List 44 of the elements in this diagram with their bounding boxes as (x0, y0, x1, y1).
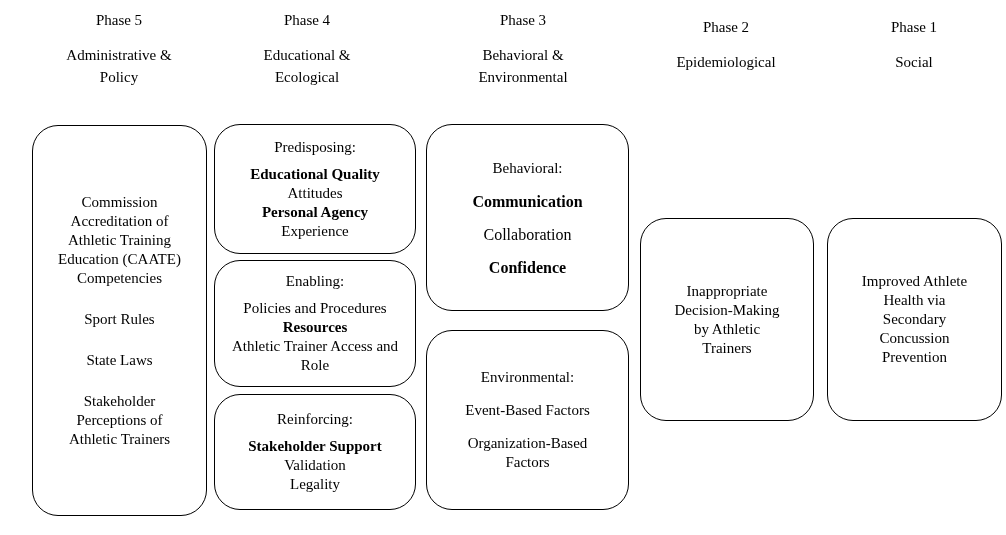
rounded-box (426, 124, 629, 311)
box-heading: Reinforcing: (277, 410, 353, 429)
phase-label: Phase 3 (499, 11, 547, 30)
phase-label: Phase 4 (283, 11, 331, 30)
phase-name: Behavioral & Environmental (477, 46, 569, 87)
factor-text: Inappropriate Decision-Making by Athletic Trainers (673, 281, 781, 358)
factor-text: Personal Agency (261, 202, 369, 222)
phase-name: Administrative & Policy (65, 46, 173, 87)
factor-text: Communication (472, 191, 583, 211)
factor-text: Experience (281, 221, 349, 241)
rounded-box (640, 218, 814, 421)
factor-text: Validation (284, 456, 346, 475)
factor-text: Event-Based Factors (465, 401, 590, 420)
factor-text: Educational Quality (250, 164, 380, 184)
rounded-box (827, 218, 1002, 421)
phase-name: Educational & Ecological (262, 46, 352, 87)
phase-name: Social (895, 53, 933, 72)
factor-text: Commission Accreditation of Athletic Training Education (CAATE) Competencies (57, 192, 182, 288)
phase-label: Phase 2 (702, 18, 750, 37)
phase-label: Phase 5 (95, 11, 143, 30)
rounded-box (214, 260, 416, 387)
box-heading: Behavioral: (492, 158, 563, 178)
phase-name: Epidemiological (676, 53, 776, 72)
factor-text: Organization-Based Factors (466, 434, 589, 472)
rounded-box (32, 125, 207, 516)
box-heading: Predisposing: (274, 137, 356, 157)
box-heading: Enabling: (285, 272, 345, 291)
factor-text: Sport Rules (84, 309, 155, 329)
phase-label: Phase 1 (890, 18, 938, 37)
factor-text: Legality (290, 475, 340, 494)
rounded-box (426, 330, 629, 510)
factor-text: Resources (282, 318, 348, 337)
factor-text: Stakeholder Perceptions of Athletic Trainers (67, 391, 172, 449)
factor-text: Collaboration (483, 224, 572, 244)
factor-text: Attitudes (287, 183, 343, 203)
rounded-box (214, 394, 416, 510)
box-heading: Environmental: (480, 368, 575, 387)
factor-text: Athletic Trainer Access and Role (230, 337, 400, 375)
factor-text: Confidence (488, 257, 567, 277)
factor-text: Stakeholder Support (248, 437, 382, 456)
factor-text: Improved Athlete Health via Secondary Concussion Prevention (860, 272, 969, 367)
rounded-box (214, 124, 416, 254)
factor-text: State Laws (86, 350, 153, 370)
factor-text: Policies and Procedures (243, 299, 387, 318)
